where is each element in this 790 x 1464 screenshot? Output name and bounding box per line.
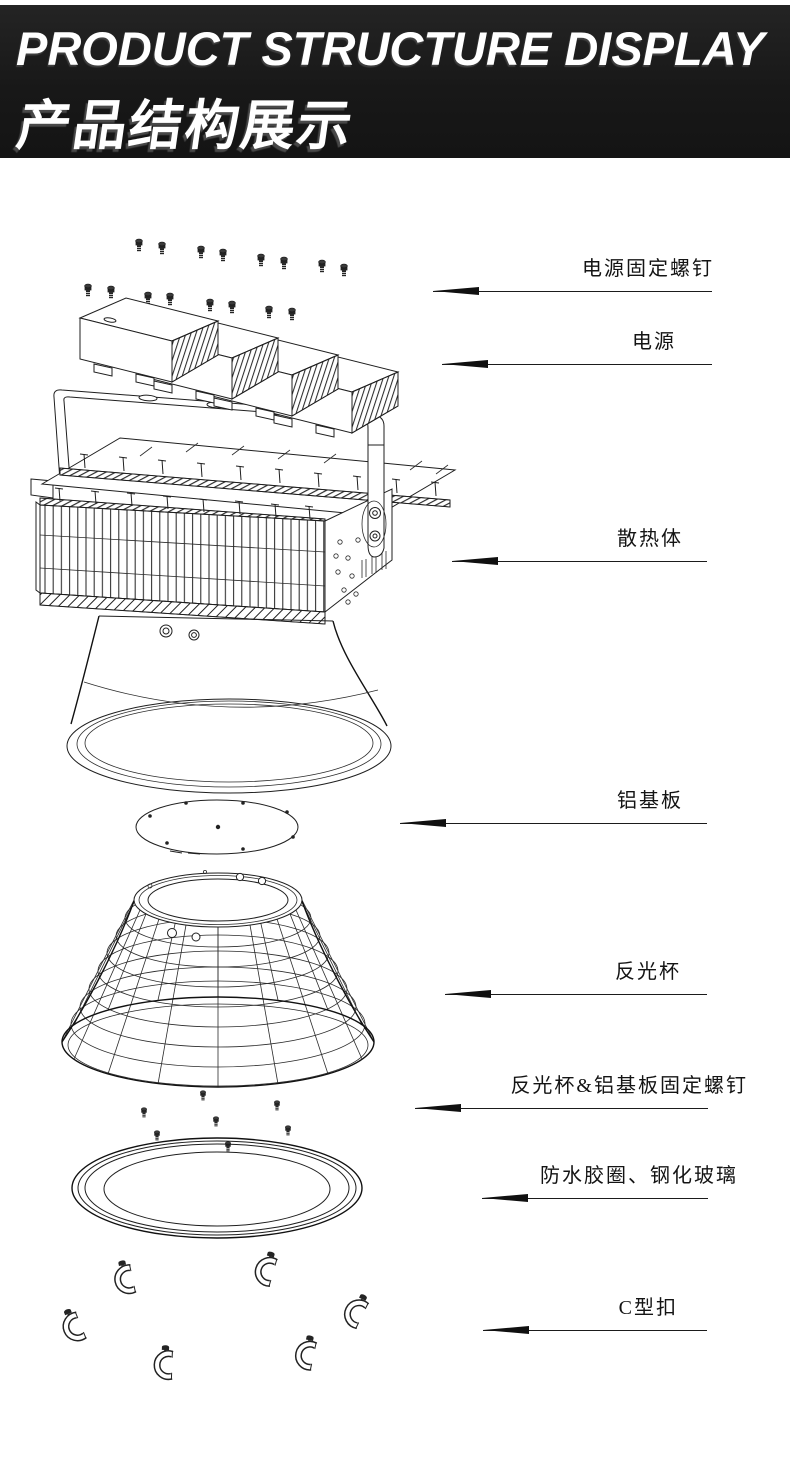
heat-sink-body <box>35 437 457 625</box>
upper-housing-bell <box>66 615 392 794</box>
part-label-text: C型扣 <box>618 1297 678 1319</box>
leader-arrow <box>452 555 707 567</box>
leader-arrow <box>483 1324 707 1336</box>
leader-arrow <box>482 1192 708 1204</box>
part-label-text: 反光杯&铝基板固定螺钉 <box>510 1075 748 1097</box>
leader-arrow <box>442 358 712 370</box>
aluminum-plate <box>135 799 299 855</box>
leader-arrow <box>433 285 712 297</box>
leader-arrow <box>400 817 707 829</box>
cup-fixing-screws <box>140 1090 292 1152</box>
part-label-glass: 防水胶圈、钢化玻璃 <box>482 1153 736 1204</box>
part-label-text: 电源 <box>632 331 676 353</box>
part-label-power-supply: 电源 <box>442 319 712 370</box>
power-supplies <box>79 297 399 438</box>
part-label-text: 防水胶圈、钢化玻璃 <box>540 1165 738 1187</box>
leader-arrow <box>445 988 707 1000</box>
part-label-fixing-screws: 反光杯&铝基板固定螺钉 <box>415 1063 746 1114</box>
header-banner: PRODUCT STRUCTURE DISPLAY 产品结构展示 <box>0 5 790 158</box>
part-label-heat-sink: 散热体 <box>452 516 707 567</box>
glass-and-gasket-rings <box>71 1137 363 1239</box>
bracket-handle-strap <box>361 444 387 558</box>
reflector-cup-body <box>61 870 375 1088</box>
page-title-english: PRODUCT STRUCTURE DISPLAY <box>16 22 765 75</box>
part-label-text: 铝基板 <box>617 790 683 812</box>
part-label-power-screws: 电源固定螺钉 <box>433 246 714 297</box>
leader-arrow <box>415 1102 708 1114</box>
part-label-text: 电源固定螺钉 <box>582 258 714 280</box>
part-label-text: 散热体 <box>617 528 683 550</box>
part-label-text: 反光杯 <box>615 961 681 983</box>
part-label-aluminum-plate: 铝基板 <box>400 778 707 829</box>
part-label-reflector-cup: 反光杯 <box>445 949 707 1000</box>
part-label-c-clip: C型扣 <box>483 1285 707 1336</box>
c-clips-group <box>59 1250 370 1380</box>
